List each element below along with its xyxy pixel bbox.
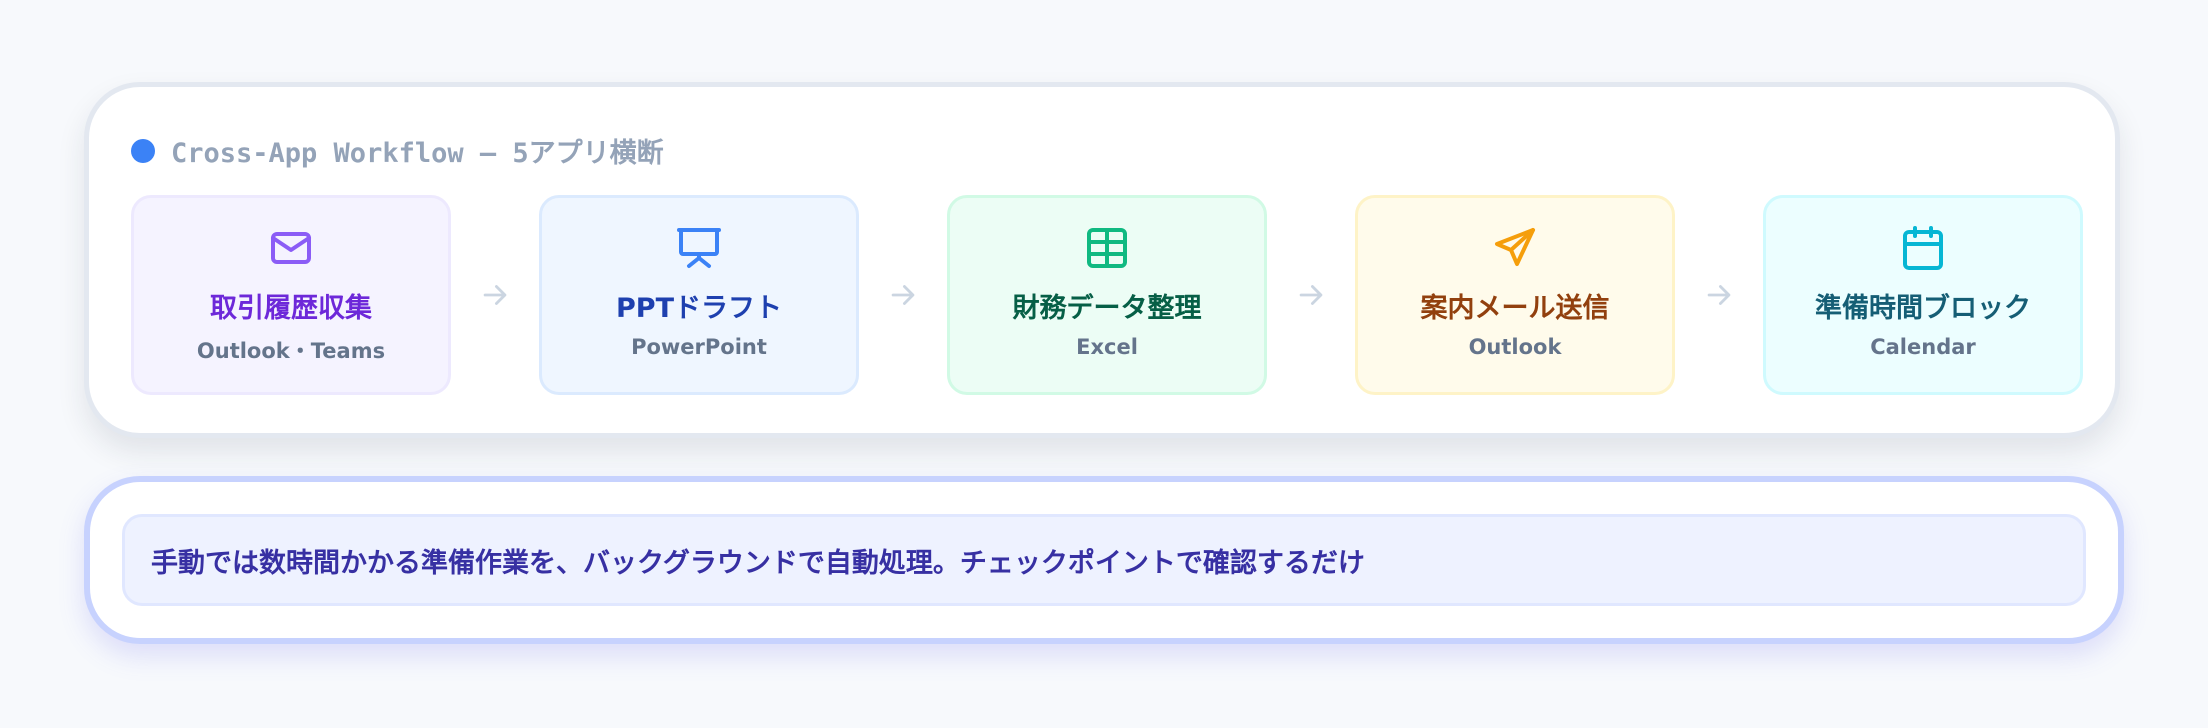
workflow-title: Cross-App Workflow — 5アプリ横断 <box>171 138 664 169</box>
mail-icon <box>271 232 311 264</box>
presentation-icon <box>677 228 721 268</box>
message-text: 手動では数時間かかる準備作業を、バックグラウンドで自動処理。チェックポイントで確… <box>151 547 1365 579</box>
step-app: PowerPoint <box>631 335 767 359</box>
arrow-right-icon <box>859 278 947 312</box>
spreadsheet-icon <box>1087 228 1127 268</box>
step-block-time: 準備時間ブロック Calendar <box>1763 195 2083 395</box>
step-send-email: 案内メール送信 Outlook <box>1355 195 1675 395</box>
arrow-right-icon <box>1267 278 1355 312</box>
workflow-card: Cross-App Workflow — 5アプリ横断 取引履歴収集 Outlo… <box>84 82 2120 438</box>
step-app: Outlook・Teams <box>196 339 386 363</box>
step-label: PPTドラフト <box>616 293 782 324</box>
card-title: Cross-App Workflow — 5アプリ横断 <box>131 131 664 170</box>
calendar-icon <box>1903 226 1943 270</box>
step-ppt-draft: PPTドラフト PowerPoint <box>539 195 859 395</box>
message-bar: 手動では数時間かかる準備作業を、バックグラウンドで自動処理。チェックポイントで確… <box>122 514 2086 606</box>
arrow-right-icon <box>1675 278 1763 312</box>
message-card: 手動では数時間かかる準備作業を、バックグラウンドで自動処理。チェックポイントで確… <box>84 476 2124 644</box>
step-app: Outlook <box>1468 335 1562 359</box>
send-icon <box>1495 228 1535 266</box>
step-financial-data: 財務データ整理 Excel <box>947 195 1267 395</box>
step-label: 財務データ整理 <box>1012 293 1202 324</box>
workflow-steps: 取引履歴収集 Outlook・Teams PPTドラフト PowerPoint … <box>131 195 2083 395</box>
step-app: Excel <box>1076 335 1138 359</box>
status-dot <box>131 138 155 163</box>
step-history-collection: 取引履歴収集 Outlook・Teams <box>131 195 451 395</box>
step-label: 案内メール送信 <box>1420 293 1610 324</box>
step-app: Calendar <box>1870 335 1976 359</box>
step-label: 準備時間ブロック <box>1815 293 2031 324</box>
step-label: 取引履歴収集 <box>210 293 372 324</box>
arrow-right-icon <box>451 278 539 312</box>
